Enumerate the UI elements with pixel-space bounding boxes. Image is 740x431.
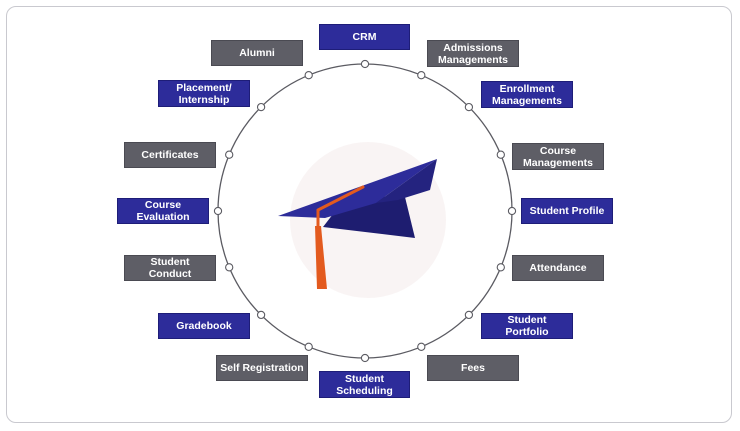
ring-connector-dot — [417, 342, 426, 351]
ring-connector-dot — [464, 310, 474, 320]
module-student-portfolio: Student Portfolio — [481, 313, 573, 339]
module-certificates: Certificates — [124, 142, 216, 168]
ring-connector-dot — [464, 102, 474, 112]
ring-connector-dot — [304, 71, 313, 80]
ring-connector-dot — [360, 353, 370, 363]
module-attendance: Attendance — [512, 255, 604, 281]
ring-connector-dot — [225, 150, 234, 159]
ring-connector-dot — [256, 102, 266, 112]
graduation-cap-icon — [278, 159, 437, 289]
ring-connector-dot — [507, 206, 517, 216]
ring-connector-dot — [360, 59, 370, 69]
ring-connector-dot — [213, 206, 223, 216]
module-student-scheduling: Student Scheduling — [319, 371, 410, 398]
module-alumni: Alumni — [211, 40, 303, 66]
module-student-conduct: Student Conduct — [124, 255, 216, 281]
ring-connector-dot — [225, 263, 234, 272]
module-enrollment-managements: Enrollment Managements — [481, 81, 573, 108]
module-self-registration: Self Registration — [216, 355, 308, 381]
ring-connector-dot — [417, 71, 426, 80]
ring-connector-dot — [496, 150, 505, 159]
module-admissions-managements: Admissions Managements — [427, 40, 519, 67]
module-crm: CRM — [319, 24, 410, 50]
ring-connector-dot — [304, 342, 313, 351]
center-hub — [278, 142, 446, 298]
module-course-evaluation: Course Evaluation — [117, 198, 209, 224]
module-fees: Fees — [427, 355, 519, 381]
ring-connector-dot — [256, 310, 266, 320]
ring-connector-dot — [496, 263, 505, 272]
module-placement-internship: Placement/ Internship — [158, 80, 250, 107]
module-gradebook: Gradebook — [158, 313, 250, 339]
module-student-profile: Student Profile — [521, 198, 613, 224]
module-course-managements: Course Managements — [512, 143, 604, 170]
